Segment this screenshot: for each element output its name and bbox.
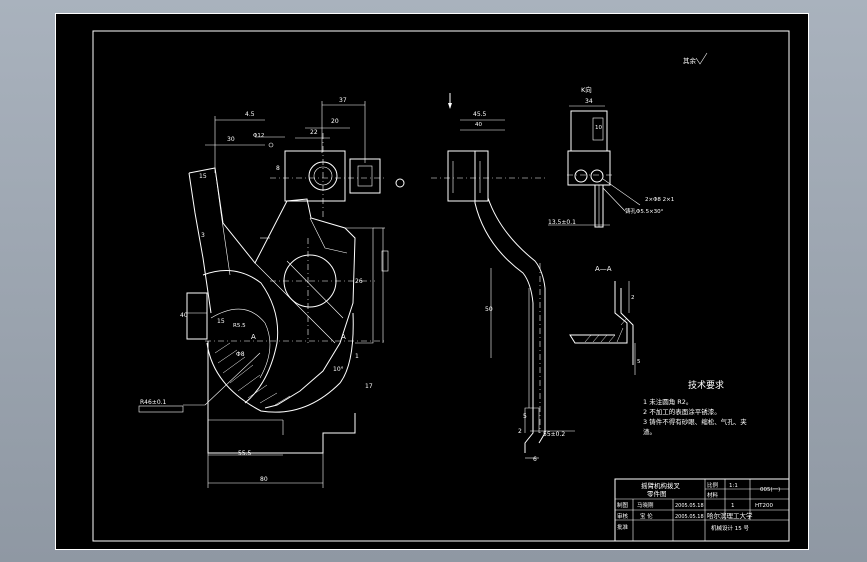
dim-r46: R46±0.1 xyxy=(140,399,167,406)
dim-20: 20 xyxy=(331,118,339,125)
dim-r55: R5.5 xyxy=(233,323,246,329)
tb-material-label: 材料 xyxy=(707,491,719,499)
dim-2: 2 xyxy=(518,428,522,435)
svg-text:其余: 其余 xyxy=(683,56,697,65)
inner-frame xyxy=(92,30,790,542)
dim-5: 5 xyxy=(523,413,527,420)
tb-designer-date: 2005.05.18 xyxy=(675,503,704,509)
dim-22: 22 xyxy=(310,129,318,136)
outer-border xyxy=(55,13,809,550)
dim-section-2: 2 xyxy=(631,295,635,301)
dim-40-top: 40 xyxy=(475,122,482,128)
dim-section-5: 5 xyxy=(637,359,641,365)
tb-checker-date: 2005.05.18 xyxy=(675,514,704,520)
dim-50: 50 xyxy=(485,306,493,313)
dim-55-5: 55.5 xyxy=(238,450,252,457)
technical-requirements: 技术要求 1 未注圆角 R2。 2 不加工的表面涂平锈漆。 3 铸件不得有砂眼、… xyxy=(643,379,747,436)
tech-req-2: 2 不加工的表面涂平锈漆。 xyxy=(643,407,721,416)
dim-10: 10 xyxy=(595,125,602,131)
dim-top-left: 4.5 xyxy=(245,111,255,118)
dim-13-5: 13.5±0.1 xyxy=(548,219,576,226)
tech-req-3: 3 铸件不得有砂眼、缩松、气孔、夹 xyxy=(643,417,747,426)
front-view: 37 4.5 20 22 30 Φ12 8 15 3 15 40 R5.5 xyxy=(138,97,405,488)
tb-approve-label: 批准 xyxy=(617,523,629,531)
dim-2xphi8: 2×Φ8 2×1 xyxy=(645,197,674,203)
dim-1: 1 xyxy=(355,353,359,360)
drawing-sheet: 37 4.5 20 22 30 Φ12 8 15 3 15 40 R5.5 xyxy=(55,13,809,550)
tb-quantity: 1 xyxy=(731,503,735,509)
tech-req-1: 1 未注圆角 R2。 xyxy=(643,397,692,406)
tb-scale-label: 比例 xyxy=(707,481,719,489)
dim-15-a: 15 xyxy=(199,173,207,180)
section-mark-a-left: A xyxy=(251,333,256,341)
tb-class-info: 机械设计 15 号 xyxy=(711,524,749,532)
tb-designer: 马晓刚 xyxy=(637,501,654,509)
dim-10deg: 10° xyxy=(333,366,344,373)
tb-material-value: HT200 xyxy=(755,503,773,509)
dim-cast-hole: 铸孔Φ5.5×30° xyxy=(625,207,664,215)
tb-drawing-no: 005(一) xyxy=(760,487,780,493)
k-view-label: K向 xyxy=(581,85,592,94)
tb-checker: 宝 伦 xyxy=(640,512,653,520)
dim-40: 40 xyxy=(180,312,188,319)
dim-8-a: 8 xyxy=(276,165,280,172)
roughness-note: 其余 xyxy=(683,52,708,65)
dim-6: 6 xyxy=(533,456,537,463)
dim-80: 80 xyxy=(260,476,268,483)
tech-req-4: 渣。 xyxy=(643,427,656,436)
dim-30: 30 xyxy=(227,136,235,143)
dim-15-b: 15 xyxy=(217,318,225,325)
section-a-a-label: A—A xyxy=(595,265,612,273)
fork-hatching xyxy=(214,342,291,406)
side-view: 45.5 40 50 5 55±0.2 2 6 xyxy=(431,93,575,463)
dim-34: 34 xyxy=(585,98,593,105)
section-a-a: A—A 2 5 xyxy=(569,265,641,375)
title-block: 摇臂机构拨叉 零件图 比例 1:1 005(一) 材料 制图 马晓刚 2005.… xyxy=(614,478,790,542)
section-mark-a-right: A xyxy=(341,333,346,341)
dim-3: 3 xyxy=(201,232,205,239)
engineering-drawing: 37 4.5 20 22 30 Φ12 8 15 3 15 40 R5.5 xyxy=(55,13,809,550)
dim-45-5: 45.5 xyxy=(473,111,487,118)
tb-school: 哈尔滨理工大学 xyxy=(707,511,753,520)
section-hatching xyxy=(584,317,628,343)
tb-part-name-2: 零件图 xyxy=(647,489,667,498)
dim-17: 17 xyxy=(365,383,373,390)
tb-designer-label: 制图 xyxy=(617,501,629,509)
dim-phi8: Φ8 xyxy=(236,351,245,358)
k-view: K向 34 10 13.5±0.1 2×Φ8 2×1 铸孔Φ5.5×30° xyxy=(548,85,674,228)
dim-55-02: 55±0.2 xyxy=(543,431,565,438)
tb-scale-value: 1:1 xyxy=(729,483,738,489)
dim-phi12: Φ12 xyxy=(253,133,264,139)
dim-26: 26 xyxy=(355,278,363,285)
tb-part-name-1: 摇臂机构拨叉 xyxy=(641,481,681,490)
tb-checker-label: 审核 xyxy=(617,512,629,520)
tech-req-title: 技术要求 xyxy=(688,379,724,391)
dim-37: 37 xyxy=(339,97,347,104)
